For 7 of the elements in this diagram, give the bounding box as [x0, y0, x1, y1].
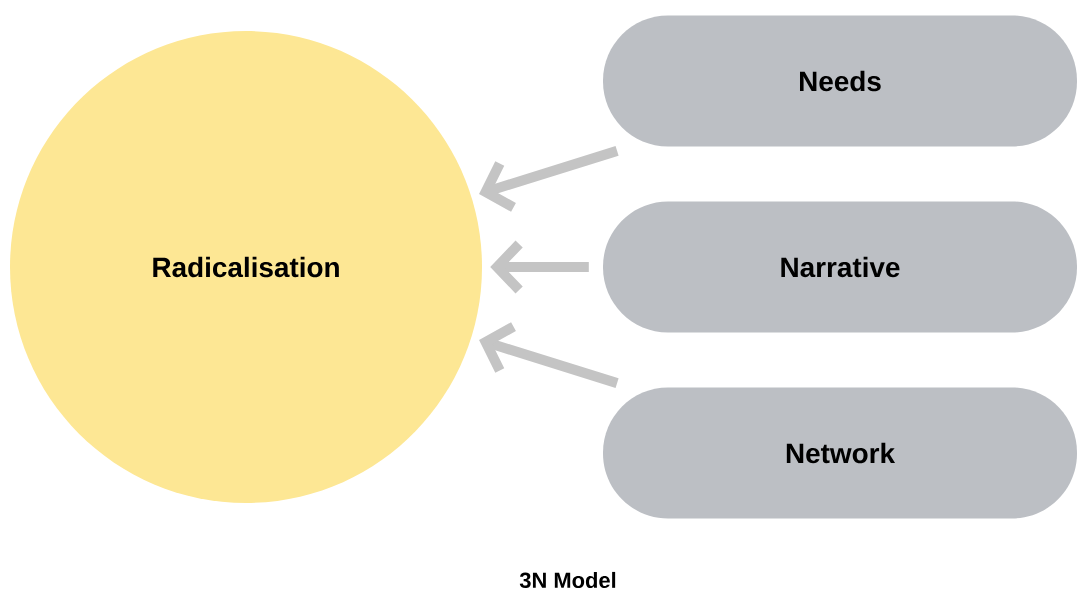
- caption: 3N Model: [519, 571, 616, 589]
- pill-box: Needs: [603, 15, 1077, 147]
- circle-node: Radicalisation: [10, 31, 482, 503]
- arrow: [479, 146, 619, 212]
- arrow: [479, 322, 619, 388]
- pill-box: Network: [603, 387, 1077, 519]
- pill-box: Narrative: [603, 201, 1077, 333]
